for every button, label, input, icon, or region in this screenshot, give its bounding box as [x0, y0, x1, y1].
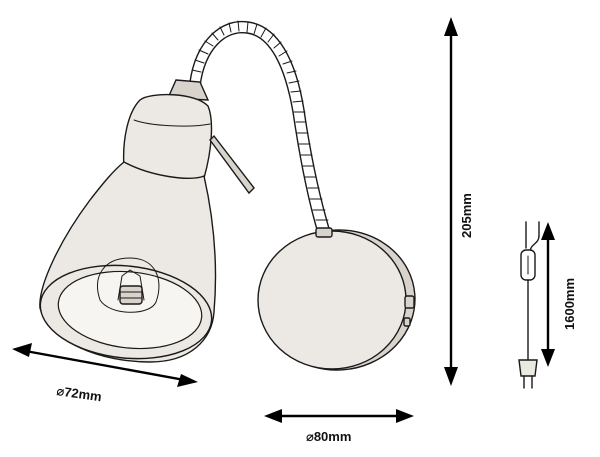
gooseneck-arm	[189, 20, 333, 238]
cable-plug-icon	[518, 221, 540, 389]
cable-length-label: 1600mm	[562, 278, 577, 330]
base-diameter-label: ⌀80mm	[306, 429, 351, 444]
shade-diameter-label: ⌀72mm	[56, 383, 103, 404]
wall-base-plate	[257, 229, 416, 371]
shade-diameter-arrow	[12, 343, 198, 387]
height-label: 205mm	[459, 193, 474, 238]
cable-length-arrow	[541, 222, 555, 367]
lamp-holder	[122, 79, 255, 195]
lamp-shade	[39, 161, 217, 363]
dimension-lines	[12, 17, 555, 423]
height-arrow	[444, 17, 458, 386]
switch-nub	[404, 295, 415, 309]
bulb	[97, 257, 160, 313]
base-diameter-arrow	[264, 409, 414, 423]
